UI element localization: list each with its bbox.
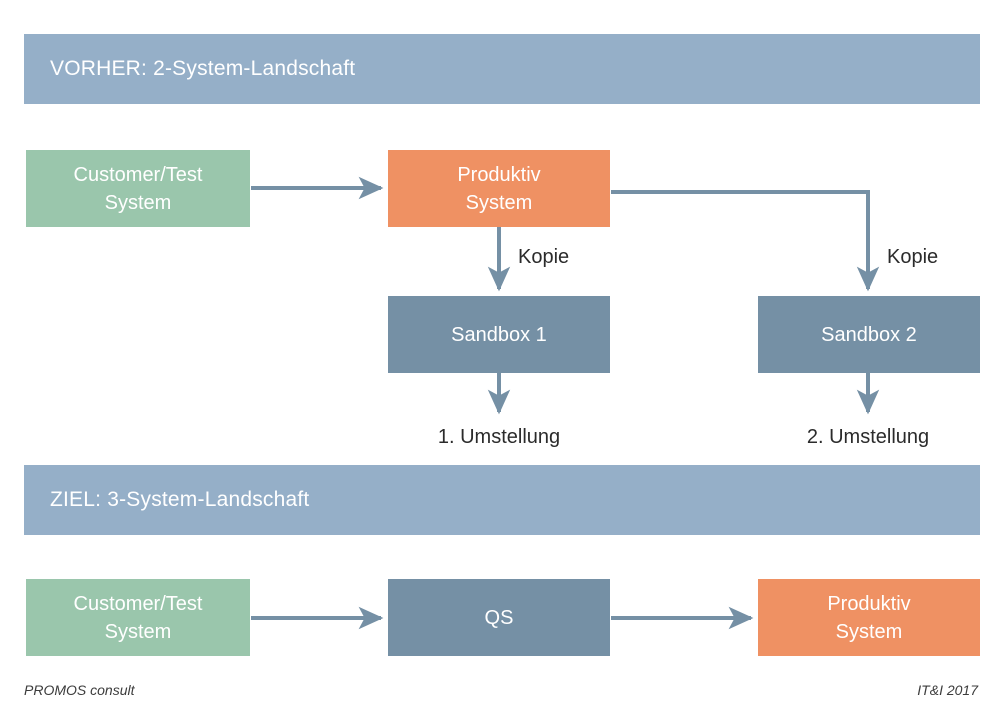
footer-right-text: IT&I 2017 (917, 682, 978, 698)
arrow-produktiv-to-sandbox2 (611, 190, 880, 292)
node-customer-test-system-target[interactable]: Customer/Test System (26, 579, 250, 656)
banner-vorher-label: VORHER: 2-System-Landschaft (50, 57, 356, 80)
banner-ziel: ZIEL: 3-System-Landschaft (24, 465, 980, 535)
node-label: Produktiv System (827, 592, 911, 643)
node-label: Customer/Test System (73, 592, 203, 643)
node-label: Customer/Test System (73, 163, 203, 214)
node-label: Sandbox 1 (451, 323, 547, 346)
node-produktiv-system-before[interactable]: Produktiv System (388, 150, 610, 227)
node-sandbox-2[interactable]: Sandbox 2 (758, 296, 980, 373)
node-produktiv-system-target[interactable]: Produktiv System (758, 579, 980, 656)
banner-ziel-label: ZIEL: 3-System-Landschaft (50, 488, 310, 511)
node-label: QS (484, 606, 514, 629)
node-qs[interactable]: QS (388, 579, 610, 656)
node-sandbox-1[interactable]: Sandbox 1 (388, 296, 610, 373)
footer-left-text: PROMOS consult (24, 682, 135, 698)
node-label: Sandbox 2 (821, 323, 917, 346)
edge-label-umstellung-1: 1. Umstellung (437, 426, 561, 448)
edge-label-kopie-right: Kopie (887, 246, 939, 268)
node-label: Produktiv System (457, 163, 541, 214)
node-customer-test-system-before[interactable]: Customer/Test System (26, 150, 250, 227)
banner-vorher: VORHER: 2-System-Landschaft (24, 34, 980, 104)
edge-label-umstellung-2: 2. Umstellung (806, 426, 930, 448)
edge-label-kopie-left: Kopie (518, 246, 570, 268)
